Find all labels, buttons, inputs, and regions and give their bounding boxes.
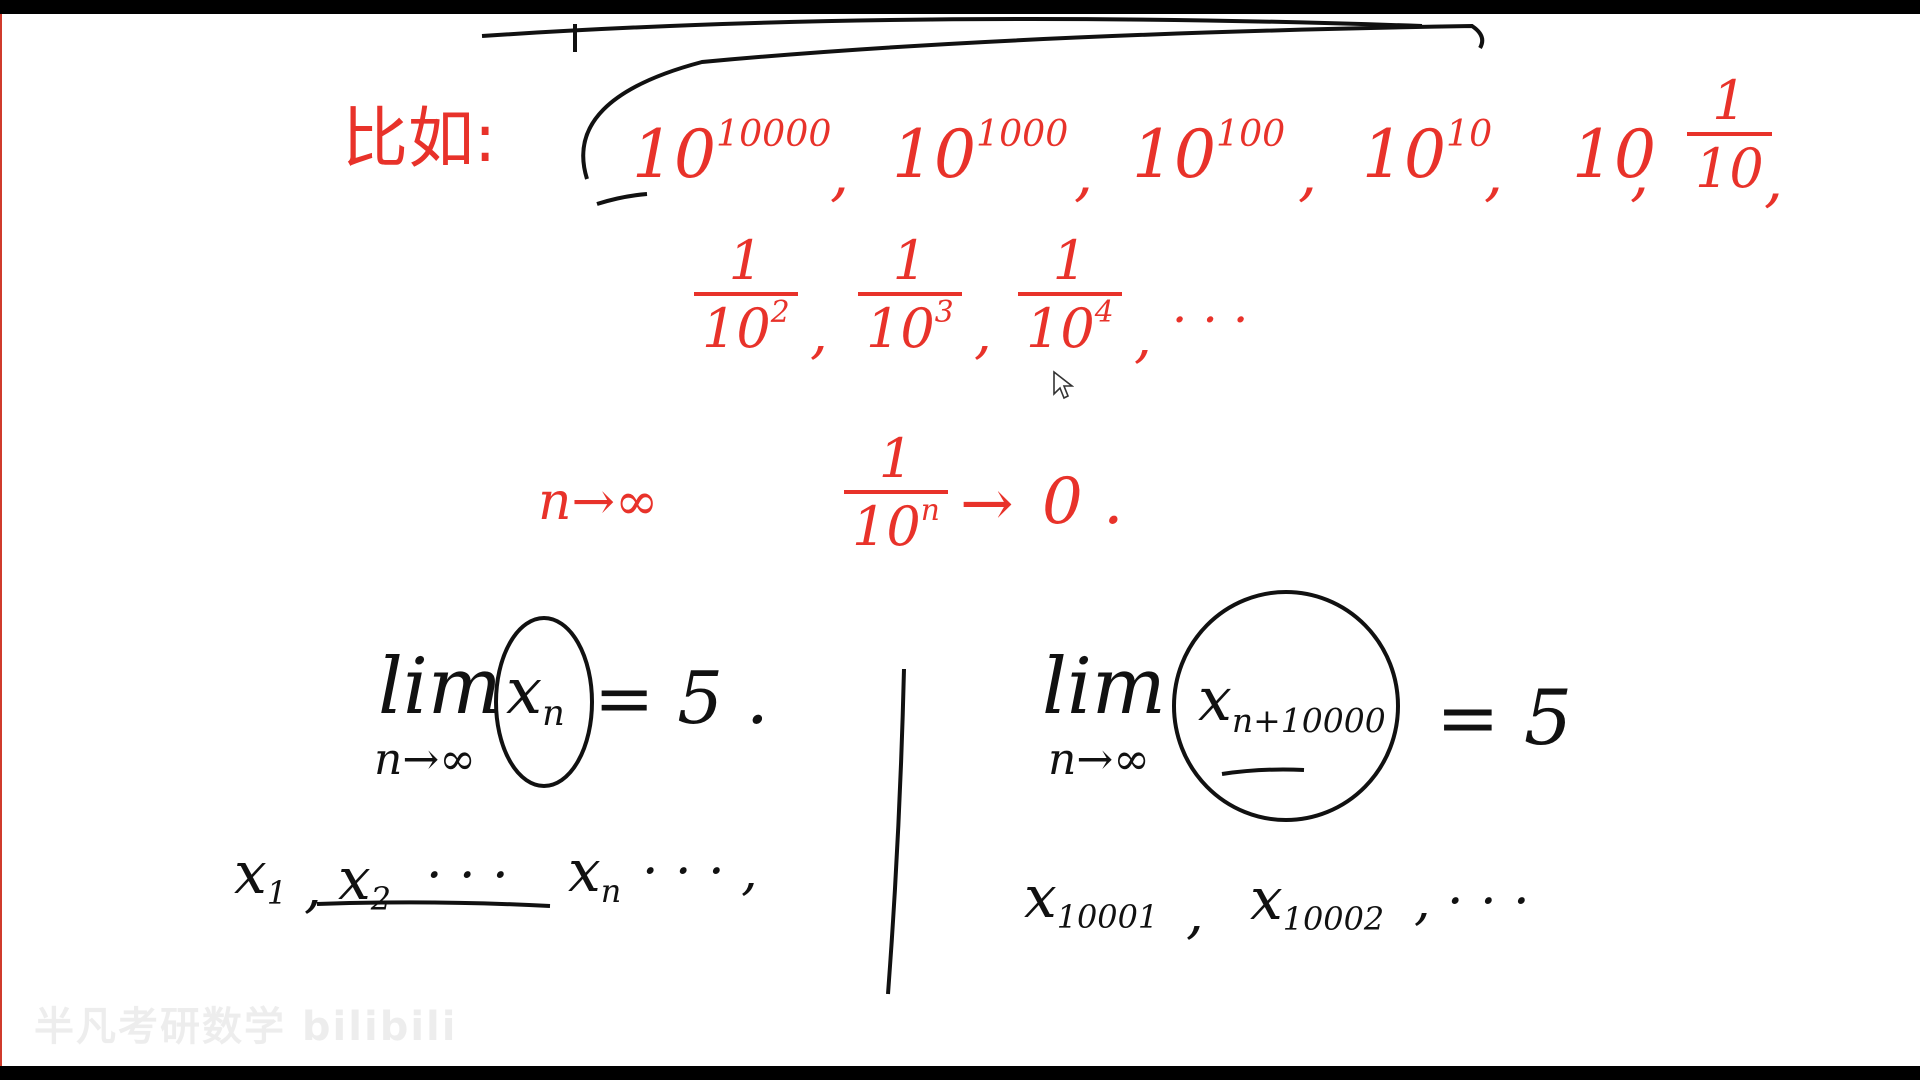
frac-10-2: 1 102 xyxy=(694,234,798,356)
seq-x10002: x10002 xyxy=(1250,865,1385,939)
sep-f2: , xyxy=(974,301,992,366)
ellipsis-second: · · · xyxy=(1172,292,1249,348)
left-equals: = 5 . xyxy=(594,656,769,740)
left-lim-under: n→∞ xyxy=(374,734,476,785)
term-3: 10100 xyxy=(1132,112,1286,193)
brace-stroke xyxy=(581,23,1485,180)
seq-dots-2: · · · , xyxy=(642,842,758,902)
sep-s1: , xyxy=(304,855,322,920)
left-var: xn xyxy=(506,655,565,735)
top-line: 比如: xyxy=(342,106,496,172)
right-equals: = 5 xyxy=(1436,673,1573,762)
sep-f1: , xyxy=(810,301,828,366)
term-2: 101000 xyxy=(892,112,1069,193)
sep-1: , xyxy=(830,139,850,209)
watermark-logo: 半凡考研数学 bilibili xyxy=(34,1004,458,1050)
sep-6: , xyxy=(1764,145,1784,215)
sep-2: , xyxy=(1074,139,1094,209)
sep-5: , xyxy=(1630,139,1650,209)
limit-arrow: → xyxy=(960,467,1014,541)
term-5: 10 xyxy=(1572,116,1656,193)
circle-xn xyxy=(494,616,594,788)
label-biru: 比如: xyxy=(342,100,497,177)
seq-x1: x1 xyxy=(234,839,288,913)
term-6: 1 10 xyxy=(1687,74,1772,196)
right-lim-under: n→∞ xyxy=(1048,734,1150,785)
sep-f3: , xyxy=(1134,305,1152,370)
circle-xn10000 xyxy=(1172,590,1400,822)
seq-dots-1: · · · xyxy=(426,846,509,906)
brace-foot xyxy=(596,192,648,206)
seq-right-dots: , · · · xyxy=(1414,872,1530,932)
seq-x2: x2 xyxy=(338,845,392,919)
term-4: 1010 xyxy=(1362,112,1493,193)
right-var: xn+10000 xyxy=(1198,665,1386,740)
frac-10-3: 1 103 xyxy=(858,234,962,356)
handwriting-strokes xyxy=(316,16,1485,995)
seq-x10001: x10001 xyxy=(1024,863,1159,937)
seq-xn: xn xyxy=(568,837,622,911)
sep-r1: , xyxy=(1186,881,1204,946)
limit-fraction: 1 10n xyxy=(844,432,948,554)
whiteboard-canvas[interactable]: 比如: 1010000 , 101000 , 10100 , 1010 , 10… xyxy=(0,14,1920,1066)
sep-3: , xyxy=(1298,139,1318,209)
underline-right xyxy=(1221,767,1305,776)
mouse-cursor-icon xyxy=(1052,370,1075,404)
term-1: 1010000 xyxy=(632,112,832,193)
top-cut-stroke xyxy=(481,16,1423,38)
sep-4: , xyxy=(1484,139,1504,209)
underline-sequence xyxy=(316,900,551,908)
right-lim: lim xyxy=(1042,642,1166,732)
divider-line xyxy=(886,668,906,995)
frac-10-4: 1 104 xyxy=(1018,234,1122,356)
limit-condition: n→∞ xyxy=(538,472,659,532)
limit-result: 0 . xyxy=(1042,465,1124,539)
left-lim: lim xyxy=(378,642,502,732)
